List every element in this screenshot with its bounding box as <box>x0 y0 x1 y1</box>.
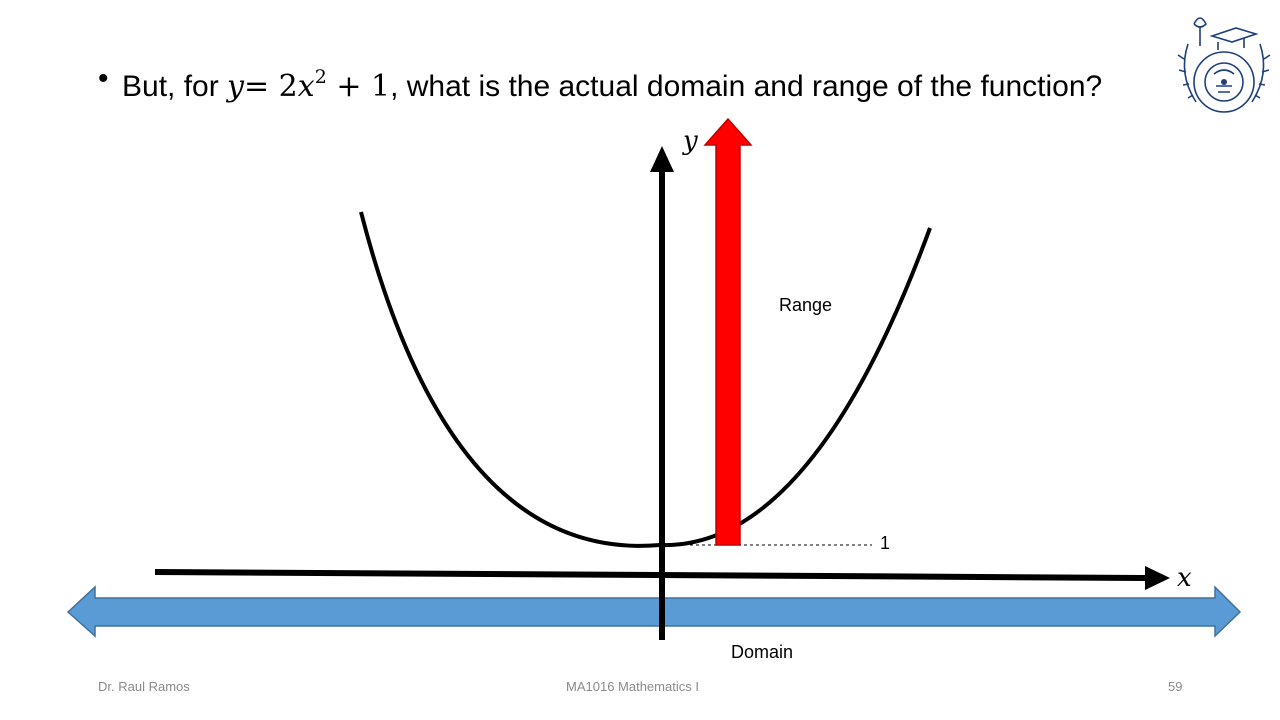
parabola-curve <box>359 211 932 548</box>
equation-y: y <box>227 69 244 104</box>
minimum-value-label: 1 <box>880 533 891 553</box>
equation-constant: + 1 <box>326 69 391 104</box>
y-axis-label: y <box>683 126 698 156</box>
domain-arrow <box>66 585 1242 638</box>
equation-exponent: 2 <box>314 66 327 88</box>
equation-x: x <box>297 69 315 104</box>
footer-page-number: 59 <box>1168 679 1183 694</box>
bullet-dot: • <box>98 62 109 95</box>
equation-equals: = 2 <box>244 69 298 104</box>
domain-label: Domain <box>731 642 794 662</box>
footer-course: MA1016 Mathematics I <box>566 679 699 694</box>
bullet-text: But, for y= 2x2 + 1, what is the actual … <box>122 58 1160 108</box>
range-label: Range <box>779 295 833 315</box>
x-axis-arrowhead <box>1145 566 1170 590</box>
x-axis-label: x <box>1177 563 1192 593</box>
bullet-lead: But, for <box>122 70 228 103</box>
university-seal-logo <box>1177 17 1271 113</box>
y-axis-arrowhead <box>650 146 674 172</box>
footer-author: Dr. Raul Ramos <box>98 679 190 694</box>
x-axis-line <box>154 569 1151 581</box>
range-arrow <box>703 117 753 546</box>
bullet-trail: , what is the actual domain and range of… <box>390 70 1103 103</box>
